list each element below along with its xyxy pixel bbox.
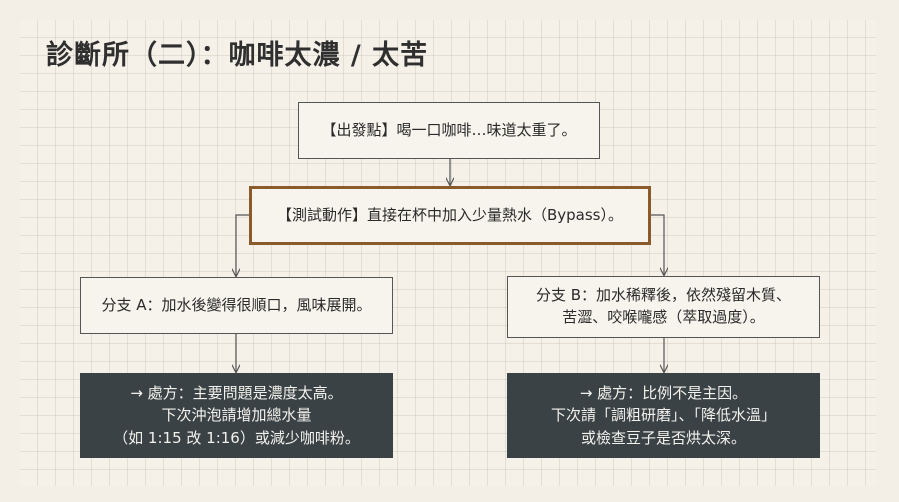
connector-test-to-branch-a (236, 214, 249, 276)
prescription-b-line-3: 或檢查豆子是否烘太深。 (580, 428, 746, 447)
prescription-a-line-1: → 處方：主要問題是濃度太高。 (130, 383, 343, 402)
page-title: 診斷所（二）：咖啡太濃 / 太苦 (46, 40, 429, 71)
prescription-b-line-1: → 處方：比例不是主因。 (579, 383, 748, 402)
prescription-a-node: → 處方：主要問題是濃度太高。 下次沖泡請增加總水量 （如 1:15 改 1:1… (80, 373, 393, 458)
start-node-text: 【出發點】喝一口咖啡…味道太重了。 (321, 120, 577, 139)
branch-a-text: 分支 A：加水後變得很順口，風味展開。 (101, 295, 372, 314)
test-action-text: 【測試動作】直接在杯中加入少量熱水（Bypass）。 (276, 205, 623, 224)
prescription-a-line-3: （如 1:15 改 1:16）或減少咖啡粉。 (113, 428, 360, 447)
start-node: 【出發點】喝一口咖啡…味道太重了。 (298, 102, 600, 159)
prescription-b-node: → 處方：比例不是主因。 下次請「調粗研磨」、「降低水溫」 或檢查豆子是否烘太深… (507, 373, 820, 458)
branch-a-node: 分支 A：加水後變得很順口，風味展開。 (80, 277, 393, 334)
branch-b-text-line-2: 苦澀、咬喉嚨感（萃取過度）。 (562, 308, 765, 326)
prescription-b-line-2: 下次請「調粗研磨」、「降低水溫」 (550, 406, 776, 425)
prescription-a-line-2: 下次沖泡請增加總水量 (161, 406, 312, 425)
test-action-node: 【測試動作】直接在杯中加入少量熱水（Bypass）。 (249, 186, 651, 245)
branch-b-node: 分支 B：加水稀釋後，依然殘留木質、 苦澀、咬喉嚨感（萃取過度）。 (507, 276, 820, 338)
connector-test-to-branch-b (651, 214, 664, 275)
branch-b-text-line-1: 分支 B：加水稀釋後，依然殘留木質、 (535, 286, 792, 305)
